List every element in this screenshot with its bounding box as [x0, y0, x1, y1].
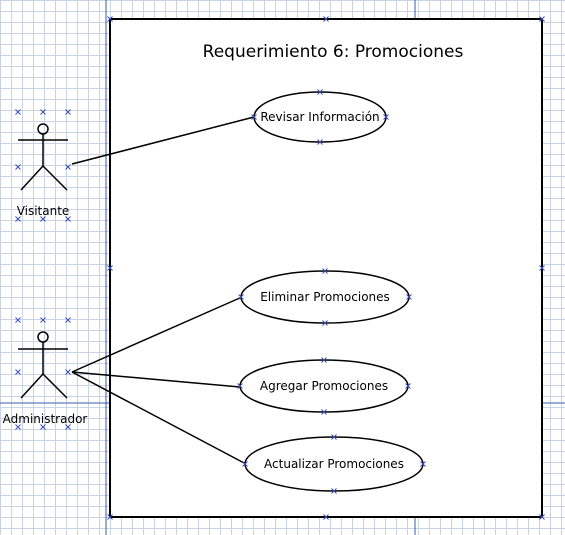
stick-figure-icon: [18, 331, 68, 399]
actor-label: Visitante: [17, 204, 70, 218]
connection-handle[interactable]: [238, 294, 244, 300]
stick-figure-icon: [18, 123, 68, 191]
connection-handle[interactable]: [40, 109, 46, 115]
use-case-label: Agregar Promociones: [260, 379, 388, 393]
connection-handle[interactable]: [242, 461, 248, 467]
connection-handle[interactable]: [317, 89, 323, 95]
connection-handle[interactable]: [383, 114, 389, 120]
association-administrador-eliminar[interactable]: [71, 296, 243, 373]
connection-handle[interactable]: [406, 294, 412, 300]
connection-handle[interactable]: [15, 216, 21, 222]
connection-handle[interactable]: [15, 164, 21, 170]
connection-handle[interactable]: [539, 514, 545, 520]
connection-handle[interactable]: [317, 139, 323, 145]
connection-handle[interactable]: [420, 461, 426, 467]
actor-administrador[interactable]: Administrador: [3, 331, 88, 426]
connection-handle[interactable]: [65, 424, 71, 430]
connection-handles: [15, 16, 545, 520]
connection-handle[interactable]: [65, 109, 71, 115]
connection-handle[interactable]: [323, 514, 329, 520]
connection-handle[interactable]: [251, 114, 257, 120]
use-case-agregar[interactable]: Agregar Promociones: [239, 359, 409, 413]
use-case-label: Revisar Información: [260, 110, 379, 124]
association-visitante-revisar[interactable]: [71, 116, 255, 165]
actor-label: Administrador: [3, 412, 88, 426]
actor-visitante[interactable]: Visitante: [17, 123, 70, 218]
connection-handle[interactable]: [65, 164, 71, 170]
use-case-eliminar[interactable]: Eliminar Promociones: [240, 270, 410, 324]
connection-handle[interactable]: [322, 268, 328, 274]
connection-handle[interactable]: [15, 109, 21, 115]
connection-handle[interactable]: [107, 265, 113, 271]
use-case-label: Actualizar Promociones: [264, 457, 404, 471]
connection-handle[interactable]: [15, 424, 21, 430]
use-case-label: Eliminar Promociones: [260, 290, 390, 304]
connection-handle[interactable]: [405, 383, 411, 389]
connection-handle[interactable]: [322, 320, 328, 326]
connection-handle[interactable]: [107, 16, 113, 22]
connection-handle[interactable]: [321, 357, 327, 363]
connection-handle[interactable]: [15, 317, 21, 323]
connection-handle[interactable]: [15, 369, 21, 375]
system-title: Requerimiento 6: Promociones: [203, 42, 464, 62]
connection-handle[interactable]: [539, 16, 545, 22]
association-administrador-agregar[interactable]: [71, 371, 241, 388]
associations: [71, 116, 255, 465]
connection-handle[interactable]: [40, 424, 46, 430]
connection-handle[interactable]: [107, 514, 113, 520]
association-administrador-actualizar[interactable]: [71, 371, 247, 465]
use-case-revisar[interactable]: Revisar Información: [253, 91, 387, 143]
connection-handle[interactable]: [323, 16, 329, 22]
connection-handle[interactable]: [321, 409, 327, 415]
connection-handle[interactable]: [331, 434, 337, 440]
use-case-actualizar[interactable]: Actualizar Promociones: [244, 436, 424, 492]
connection-handle[interactable]: [331, 488, 337, 494]
connection-handle[interactable]: [40, 216, 46, 222]
connection-handle[interactable]: [237, 383, 243, 389]
connection-handle[interactable]: [65, 317, 71, 323]
connection-handle[interactable]: [65, 216, 71, 222]
connection-handle[interactable]: [65, 369, 71, 375]
connection-handle[interactable]: [40, 317, 46, 323]
connection-handle[interactable]: [539, 265, 545, 271]
